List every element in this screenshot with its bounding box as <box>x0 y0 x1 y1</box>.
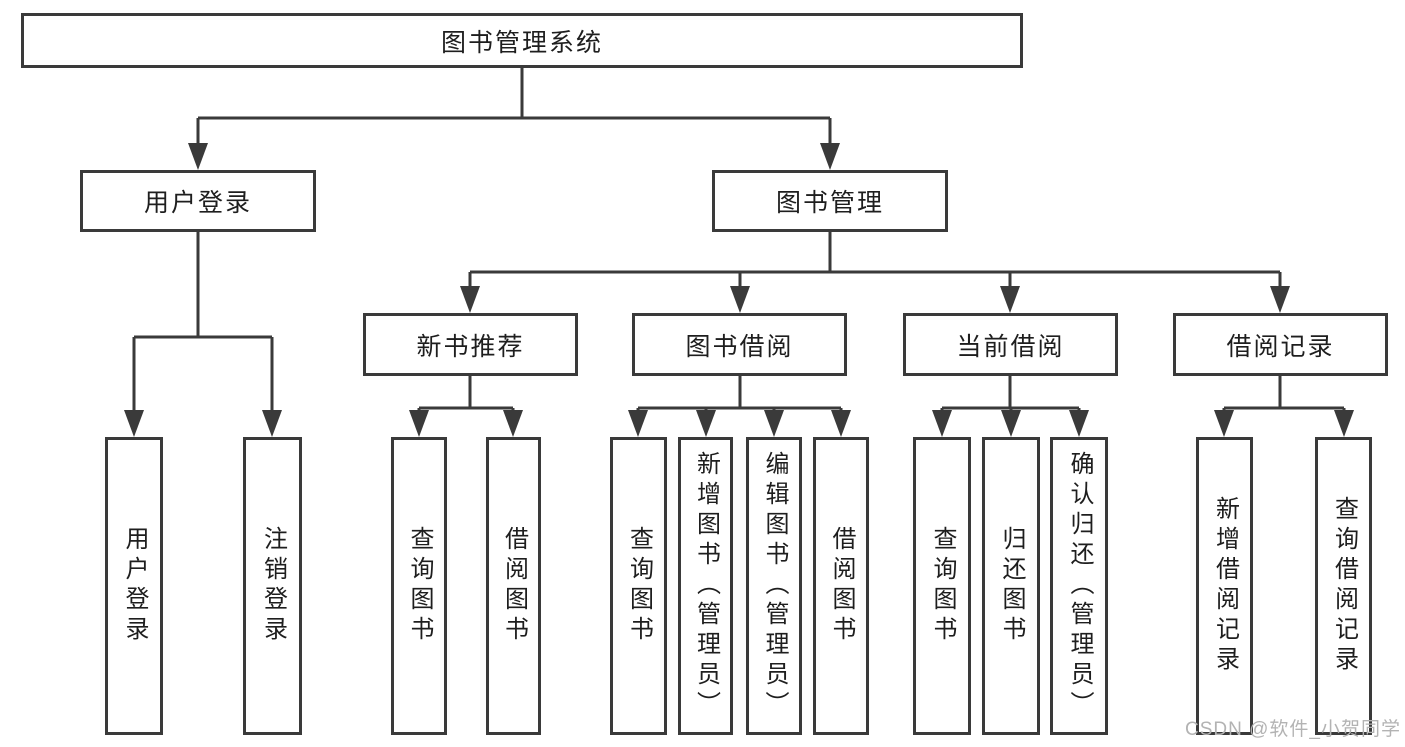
leaf-logout: 注销登录 <box>243 437 302 735</box>
node-borrowing-records: 借阅记录 <box>1173 313 1388 376</box>
watermark-text: CSDN @软件_小贺同学 <box>1185 719 1401 740</box>
node-book-borrowing-label: 图书借阅 <box>685 332 794 361</box>
leaf-query-books-borrowing: 查询图书 <box>610 437 667 735</box>
node-book-borrowing: 图书借阅 <box>632 313 847 376</box>
leaf-borrow-books-recommend: 借阅图书 <box>486 437 541 735</box>
arrowheads <box>124 143 1354 437</box>
leaf-user-login: 用户登录 <box>105 437 163 735</box>
leaf-return-books: 归还图书 <box>982 437 1040 735</box>
node-new-book-recommend: 新书推荐 <box>363 313 578 376</box>
node-root-label: 图书管理系统 <box>440 28 603 57</box>
node-borrowing-records-label: 借阅记录 <box>1226 332 1335 361</box>
node-user-login: 用户登录 <box>80 170 316 232</box>
leaf-query-books-recommend: 查询图书 <box>391 437 447 735</box>
node-user-login-label: 用户登录 <box>143 189 252 217</box>
leaf-confirm-return-admin: 确认归还（管理员） <box>1050 437 1108 735</box>
leaf-query-borrow-record: 查询借阅记录 <box>1315 437 1372 735</box>
leaf-add-books-admin: 新增图书（管理员） <box>678 437 733 735</box>
node-book-management: 图书管理 <box>712 170 948 232</box>
node-current-borrowing: 当前借阅 <box>903 313 1118 376</box>
node-root: 图书管理系统 <box>21 13 1023 68</box>
leaf-borrow-books: 借阅图书 <box>813 437 869 735</box>
node-new-book-recommend-label: 新书推荐 <box>416 332 525 361</box>
node-current-borrowing-label: 当前借阅 <box>956 332 1065 361</box>
leaf-query-books-current: 查询图书 <box>913 437 971 735</box>
leaf-add-borrow-record: 新增借阅记录 <box>1196 437 1253 735</box>
node-book-management-label: 图书管理 <box>775 189 884 217</box>
leaf-edit-books-admin: 编辑图书（管理员） <box>746 437 802 735</box>
